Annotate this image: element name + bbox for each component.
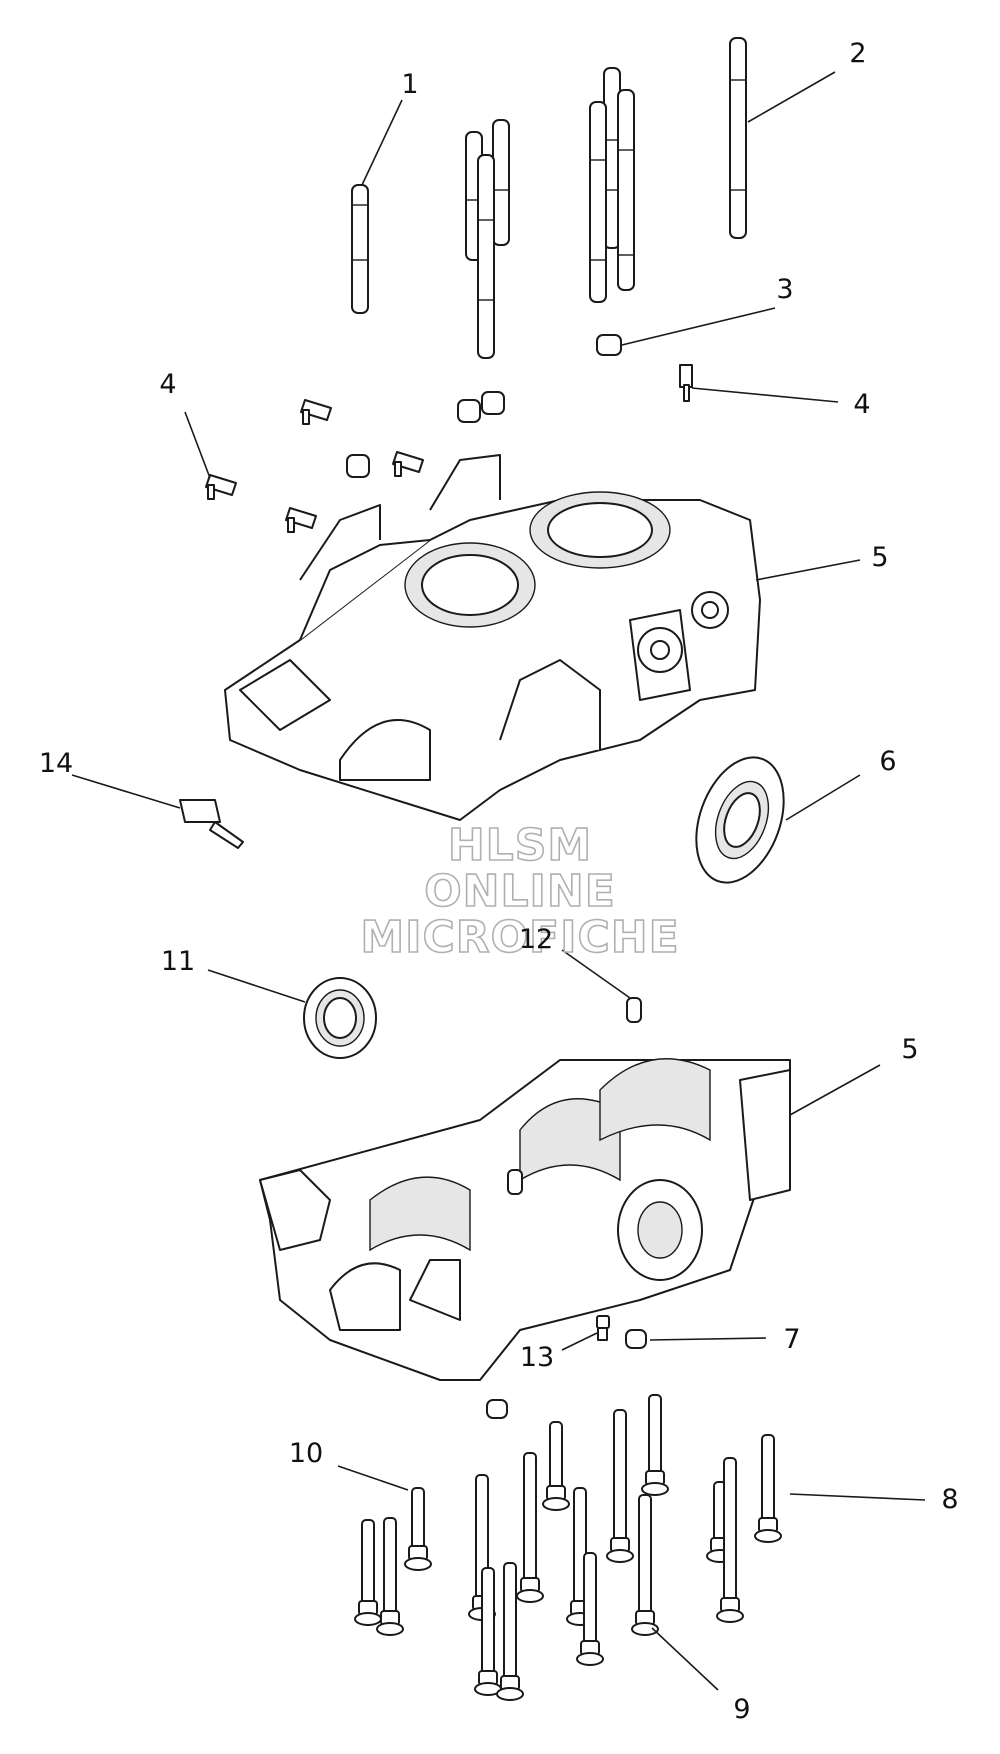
long-studs <box>589 37 747 303</box>
bolt <box>641 1394 669 1496</box>
watermark-line-3: MICROFICHE <box>360 912 679 963</box>
callout-5-upper: 5 <box>871 542 888 573</box>
callout-7: 7 <box>783 1324 800 1355</box>
callout-12: 12 <box>519 924 553 955</box>
small-dowel-7 <box>625 1329 647 1349</box>
bolt <box>716 1457 744 1623</box>
bolt <box>542 1421 570 1511</box>
callout-4-right: 4 <box>853 389 870 420</box>
callout-2: 2 <box>849 38 866 69</box>
bolt <box>474 1567 502 1696</box>
callout-5-lower: 5 <box>901 1034 918 1065</box>
callout-1: 1 <box>401 69 418 100</box>
watermark-line-1: HLSM <box>448 820 592 871</box>
callout-8: 8 <box>941 1484 958 1515</box>
watermark: HLSM ONLINE MICROFICHE <box>360 819 680 964</box>
crank-seal-small <box>303 977 377 1059</box>
callout-13: 13 <box>520 1342 554 1373</box>
sensor-clip <box>179 799 244 849</box>
bolt <box>496 1562 524 1701</box>
cylinder-studs <box>351 119 510 359</box>
upper-crankcase <box>224 454 761 821</box>
screw-13 <box>596 1315 610 1341</box>
lower-crankcase <box>259 1058 791 1381</box>
callout-9: 9 <box>733 1694 750 1725</box>
bolt <box>576 1552 604 1666</box>
bolt <box>354 1519 382 1626</box>
callout-labels: 1 2 3 4 4 5 6 7 8 9 10 11 12 5 13 14 <box>39 38 959 1725</box>
bolt <box>606 1409 634 1563</box>
callout-4-left: 4 <box>159 369 176 400</box>
watermark-line-2: ONLINE <box>424 866 616 917</box>
callout-11: 11 <box>161 946 195 977</box>
bolt <box>631 1494 659 1636</box>
callout-3: 3 <box>776 274 793 305</box>
fittings <box>205 364 693 533</box>
callout-10: 10 <box>289 1438 323 1469</box>
dowel-pin-12 <box>626 997 642 1023</box>
bolt <box>754 1434 782 1543</box>
small-dowel-loose <box>486 1399 508 1419</box>
callout-14: 14 <box>39 748 73 779</box>
bolt <box>516 1452 544 1603</box>
leader-lines <box>71 71 926 1691</box>
callout-6: 6 <box>879 746 896 777</box>
bolt <box>376 1517 404 1636</box>
dowel-pins <box>346 334 622 478</box>
crankcase-bolts <box>354 1394 782 1701</box>
bolt <box>404 1487 432 1571</box>
crank-seal-large <box>695 756 785 884</box>
